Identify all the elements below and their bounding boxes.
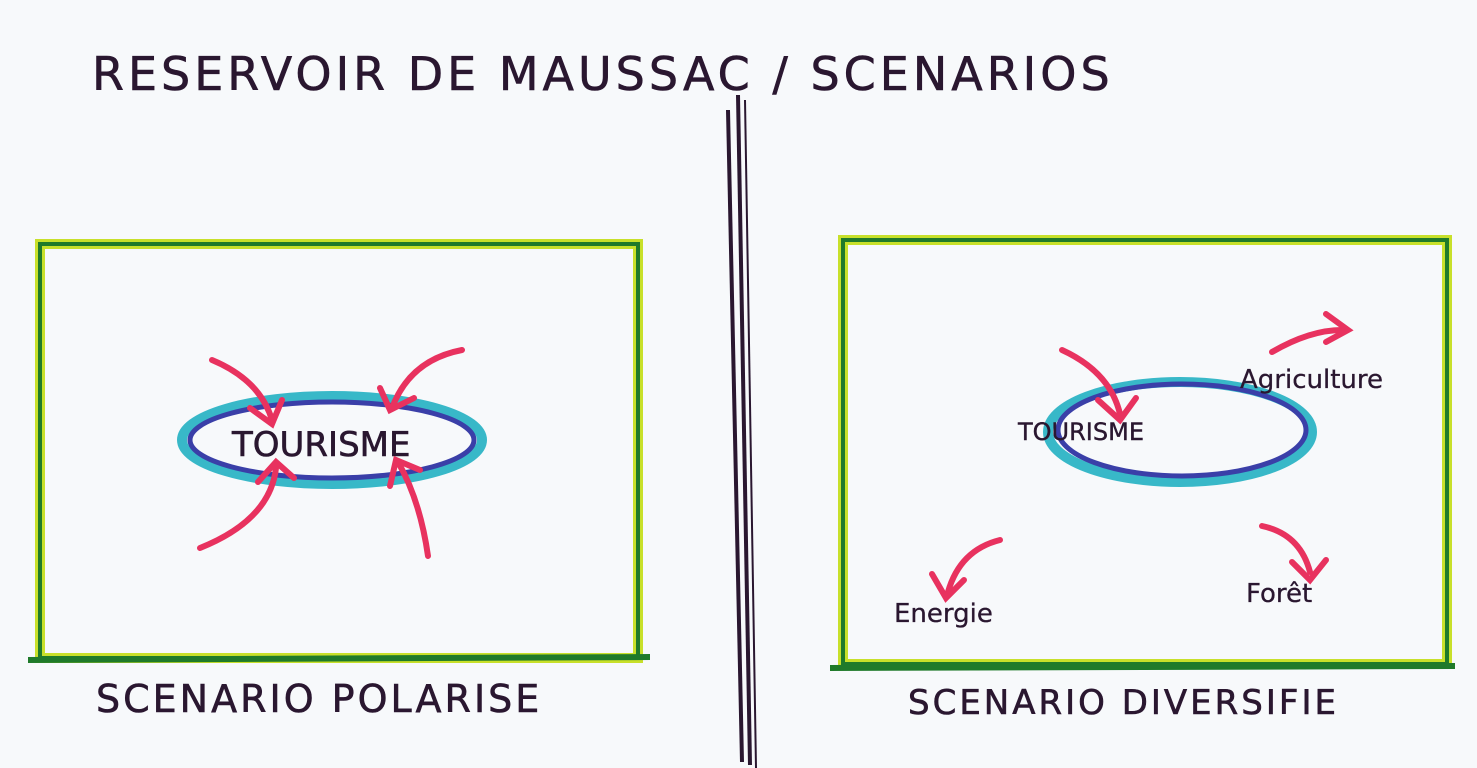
center-divider [726, 94, 757, 768]
right-caption: SCENARIO DIVERSIFIE [908, 683, 1339, 723]
left-lake [177, 391, 487, 489]
left-arrows [197, 347, 465, 559]
left-caption: SCENARIO POLARISE [96, 677, 542, 721]
right-label-foret: Forêt [1246, 579, 1312, 609]
left-center-label: TOURISME [231, 425, 410, 465]
right-label-energie: Energie [894, 599, 993, 629]
right-lake [1043, 377, 1317, 487]
sketch-title: RESERVOIR DE MAUSSAC / SCENARIOS [92, 47, 1114, 101]
right-label-agriculture: Agriculture [1240, 365, 1383, 395]
right-arrows [929, 311, 1354, 603]
left-scenario-frame [27, 239, 651, 663]
right-center-label: TOURISME [1017, 418, 1144, 446]
right-scenario-frame [829, 235, 1456, 671]
